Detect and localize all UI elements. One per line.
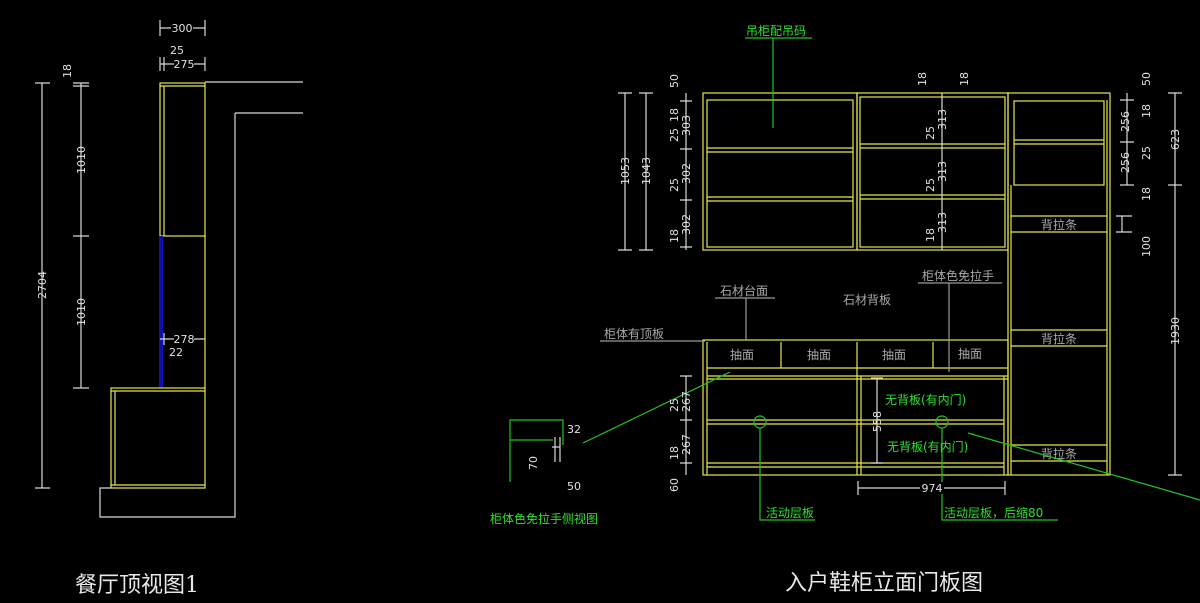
dim-25-mid-b: 25 (924, 178, 937, 192)
dim-1010-upper: 1010 (75, 146, 88, 174)
right-view-title: 入户鞋柜立面门板图 (785, 571, 983, 596)
drawer-front-3: 抽面 (882, 348, 906, 362)
dim-1043: 1043 (640, 157, 653, 185)
dim-25-a: 25 (668, 128, 681, 142)
dim-303: 303 (680, 115, 693, 136)
dim-18-right-a: 18 (1140, 104, 1153, 118)
left-view-title: 餐厅顶视图1 (75, 573, 199, 598)
dim-18-top: 18 (668, 108, 681, 122)
dim-25-low: 25 (668, 398, 681, 412)
dim-50: 50 (668, 74, 681, 88)
dim-256-b: 256 (1119, 152, 1132, 173)
dim-302-b: 302 (680, 214, 693, 235)
dim-22: 22 (169, 346, 183, 359)
handleless-label: 柜体色免拉手 (922, 268, 994, 283)
upper-cabinet (159, 82, 206, 388)
drawer-front-4: 抽面 (958, 347, 982, 361)
dim-18-mid-a: 18 (916, 72, 929, 86)
dim-267-a: 267 (680, 391, 693, 412)
dim-100: 100 (1140, 236, 1153, 257)
annotation-leaders (600, 282, 1002, 372)
dim-1930: 1930 (1169, 317, 1182, 345)
dim-32: 32 (567, 423, 581, 436)
dim-18-mid-c: 18 (924, 228, 937, 242)
dim-256-a: 256 (1119, 111, 1132, 132)
drawer-front-2: 抽面 (807, 348, 831, 362)
side-view-dims (552, 437, 561, 462)
dim-1053: 1053 (619, 157, 632, 185)
side-view-label: 柜体色免拉手侧视图 (490, 511, 598, 526)
back-rail-1: 背拉条 (1041, 217, 1077, 232)
dim-2704: 2704 (36, 271, 49, 299)
dining-top-view: 2704 1010 1010 18 300 25 275 278 22 餐厅顶视… (35, 20, 303, 598)
dim-974: 974 (922, 482, 943, 495)
shoe-cabinet-elevation: 抽面 抽面 抽面 抽面 背拉条 背拉条 背拉条 石材台面 石材背板 柜体色免拉手… (490, 24, 1200, 596)
dim-18-right-b: 18 (1140, 187, 1153, 201)
wall-outline (99, 81, 303, 518)
dim-25: 25 (170, 44, 184, 57)
dim-558: 558 (871, 411, 884, 432)
dim-50-side: 50 (567, 480, 581, 493)
movable-shelf-back-label: 活动层板，后缩80 (944, 505, 1043, 520)
dim-1010-lower: 1010 (75, 298, 88, 326)
left-dimension-lines (35, 20, 206, 489)
dim-313-a: 313 (936, 109, 949, 130)
drawer-front-1: 抽面 (730, 348, 754, 362)
green-leaders (509, 37, 1200, 521)
lower-cabinet (110, 387, 206, 489)
dim-60: 60 (668, 478, 681, 492)
stone-top-label: 石材台面 (720, 283, 768, 298)
tall-cabinet (1007, 92, 1111, 476)
dim-70: 70 (527, 456, 540, 470)
stone-back-label: 石材背板 (843, 293, 891, 307)
dim-18: 18 (61, 64, 74, 78)
dim-50-right: 50 (1140, 72, 1153, 86)
dim-267-b: 267 (680, 434, 693, 455)
dim-300: 300 (172, 22, 193, 35)
dim-18-mid-b: 18 (958, 72, 971, 86)
dim-18-low: 18 (668, 446, 681, 460)
no-back-panel-label-2: 无背板(有内门) (887, 439, 968, 454)
dim-275: 275 (174, 58, 195, 71)
base-cabinet (702, 339, 1009, 476)
upper-middle-cabinet (856, 92, 1009, 251)
dim-313-b: 313 (936, 161, 949, 182)
dim-623: 623 (1169, 129, 1182, 150)
dim-302-a: 302 (680, 163, 693, 184)
top-board-label: 柜体有顶板 (604, 327, 664, 341)
hanging-cabinet-label: 吊柜配吊码 (746, 24, 806, 38)
dim-25-b: 25 (668, 178, 681, 192)
dim-25-right: 25 (1140, 146, 1153, 160)
dim-313-c: 313 (936, 212, 949, 233)
no-back-panel-label-1: 无背板(有内门) (885, 392, 966, 407)
movable-shelf-label: 活动层板 (766, 506, 814, 520)
upper-left-cabinet (702, 92, 858, 251)
dim-18-bottom: 18 (668, 229, 681, 243)
dim-278: 278 (174, 333, 195, 346)
back-rail-2: 背拉条 (1041, 331, 1077, 346)
dim-25-mid-a: 25 (924, 126, 937, 140)
